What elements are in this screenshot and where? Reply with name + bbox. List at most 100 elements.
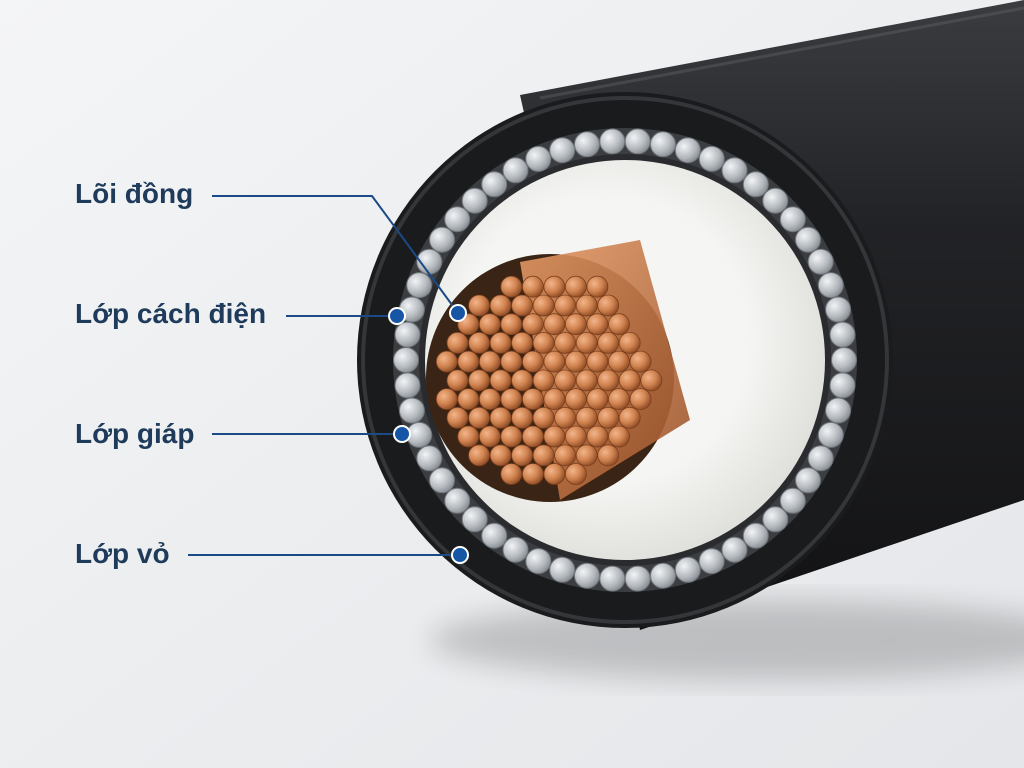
copper-strand	[522, 350, 544, 373]
copper-strand	[575, 331, 598, 354]
armor-wire	[525, 548, 552, 575]
armor-wire	[461, 506, 488, 533]
armor-wire	[817, 421, 844, 448]
copper-strand	[618, 406, 641, 429]
armor-wire	[829, 321, 856, 348]
copper-strand	[575, 294, 598, 317]
copper-strand	[586, 313, 609, 336]
copper-strand	[554, 406, 576, 429]
copper-strand	[522, 388, 544, 411]
copper-strand	[468, 406, 491, 429]
armor-wire	[674, 137, 701, 164]
armor-wire	[429, 467, 455, 494]
sheath-rim	[361, 96, 889, 624]
copper-strand	[597, 406, 620, 429]
copper-strand	[522, 313, 544, 336]
copper-strand	[532, 294, 555, 317]
copper-strand	[457, 388, 480, 411]
copper-strand	[489, 406, 512, 429]
copper-strand	[511, 444, 533, 467]
leader-line-core	[212, 195, 459, 314]
copper-strand	[543, 350, 566, 373]
copper-strand	[543, 275, 566, 298]
copper-strand	[629, 350, 652, 373]
copper-strand	[500, 388, 523, 411]
armor-wire	[795, 467, 821, 494]
label-sheath: Lớp vỏ	[75, 538, 170, 569]
armor-wire	[394, 372, 421, 399]
copper-strand	[554, 444, 576, 467]
copper-strand	[511, 294, 533, 317]
armor-wire	[807, 248, 834, 275]
copper-strand	[457, 425, 480, 448]
copper-strand	[618, 331, 641, 354]
armor-wire	[549, 137, 576, 164]
copper-strand	[575, 444, 598, 467]
copper-strand	[565, 350, 587, 373]
armor-wire	[429, 226, 455, 253]
armor-wire	[807, 445, 834, 472]
copper-strand	[435, 388, 458, 411]
armor-wire	[762, 506, 789, 533]
copper-strand	[435, 350, 458, 373]
armor-wire	[574, 562, 600, 589]
copper-strand	[640, 369, 663, 392]
copper-strand	[575, 406, 598, 429]
copper-strand	[522, 463, 544, 485]
copper-strand	[608, 425, 630, 448]
armor-wire	[698, 548, 725, 575]
armor-wire	[502, 157, 529, 184]
armor-wire	[416, 445, 443, 472]
armor-wire	[624, 565, 651, 592]
copper-strand	[522, 275, 544, 298]
armor-wire	[444, 487, 471, 514]
armor-wire	[393, 347, 419, 373]
armor-wire	[742, 171, 769, 198]
copper-strand	[543, 463, 566, 485]
copper-strand	[489, 369, 512, 392]
copper-strand	[478, 425, 501, 448]
armor-wire	[599, 128, 626, 155]
copper-strand	[489, 444, 512, 467]
copper-strand	[586, 388, 609, 411]
armor-wire	[742, 522, 769, 549]
copper-strand	[586, 350, 609, 373]
copper-strand	[618, 369, 641, 392]
armor-wire	[461, 187, 488, 214]
label-core: Lõi đồng	[75, 178, 194, 209]
copper-strand	[532, 406, 555, 429]
label-insulation: Lớp cách điện	[75, 298, 267, 329]
armor-wire	[650, 562, 676, 589]
copper-strand	[468, 294, 491, 317]
armor-wire	[394, 321, 421, 348]
copper-strand	[457, 350, 480, 373]
armor-wire	[444, 206, 471, 233]
marker-dot-armor	[393, 425, 411, 443]
armor-wire	[406, 272, 433, 299]
armor-wire	[825, 397, 852, 424]
armor-wire	[481, 171, 508, 198]
copper-strand	[586, 275, 609, 298]
copper-strand	[446, 331, 469, 354]
copper-strand	[629, 388, 652, 411]
copper-strand	[446, 369, 469, 392]
armor-wires	[393, 128, 857, 592]
marker-dot-core	[449, 304, 467, 322]
armor-wire	[502, 536, 529, 563]
copper-strand	[500, 463, 523, 485]
cable-body-highlight	[539, 6, 1024, 100]
copper-strand	[565, 425, 587, 448]
armor-wire	[721, 536, 748, 563]
armor-wire	[762, 187, 789, 214]
copper-strand	[565, 313, 587, 336]
armor-wire	[549, 556, 576, 583]
armor-wire	[698, 145, 725, 172]
copper-strand	[511, 369, 533, 392]
copper-strand	[446, 406, 469, 429]
copper-strand	[608, 313, 630, 336]
copper-strand	[597, 444, 620, 467]
armor-wire	[398, 397, 425, 424]
armor-wire	[650, 131, 676, 158]
